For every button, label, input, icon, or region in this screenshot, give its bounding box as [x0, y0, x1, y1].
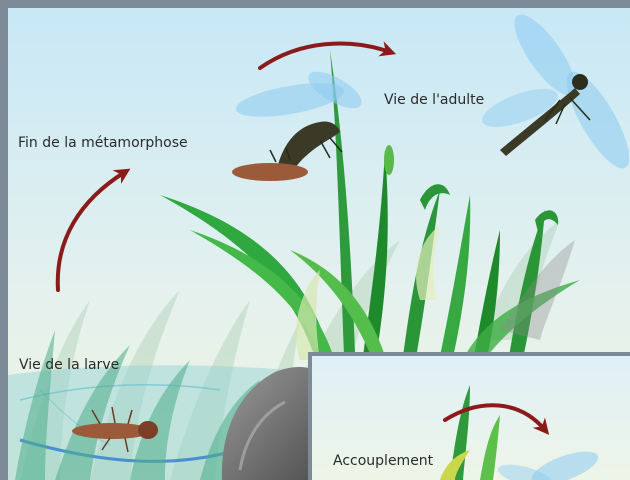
- label-adult-life: Vie de l'adulte: [384, 92, 484, 108]
- label-end-metamorphosis: Fin de la métamorphose: [18, 135, 188, 151]
- label-mating: Accouplement: [333, 453, 433, 469]
- label-larva-life: Vie de la larve: [19, 357, 119, 373]
